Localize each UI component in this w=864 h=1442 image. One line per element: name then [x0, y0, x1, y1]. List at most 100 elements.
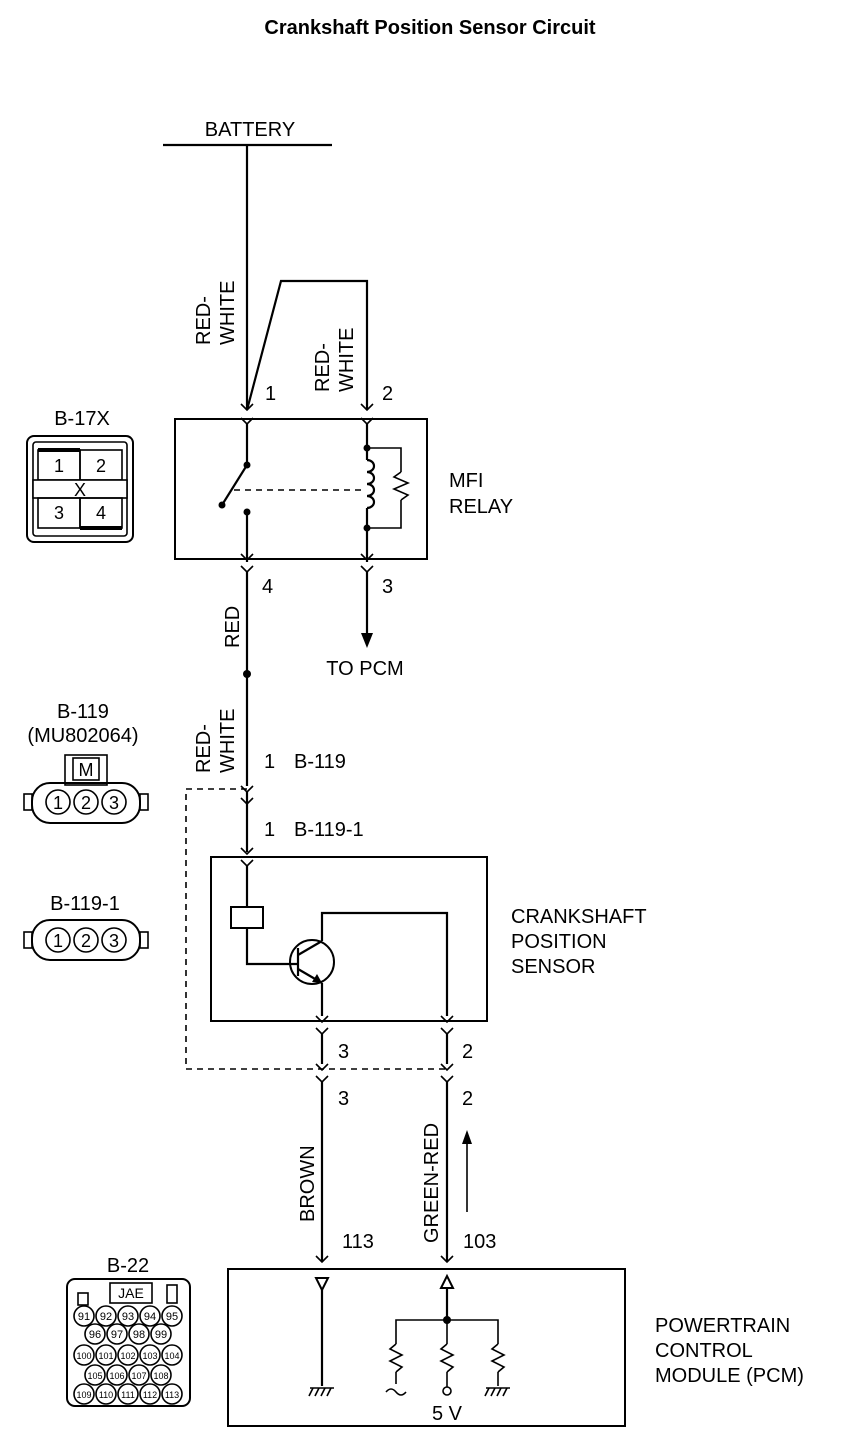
- connector-b22-row: 91 92 93 94 95: [73, 1305, 183, 1327]
- pcm-ground-input-symbol: [314, 1277, 330, 1293]
- b22-pin: 102: [120, 1351, 135, 1361]
- connector-b119-tab: [23, 793, 33, 811]
- relay-resistor-wire: [367, 447, 402, 472]
- b22-pin: 101: [98, 1351, 113, 1361]
- pcm-signal-wave: [385, 1388, 407, 1396]
- pcm-name-line1: POWERTRAIN: [655, 1315, 790, 1337]
- sensor-name-line3: SENSOR: [511, 956, 595, 978]
- relay-switch-blade: [221, 464, 248, 506]
- sensor-wire: [320, 911, 449, 1016]
- connector-b119-pin-circle: [73, 789, 99, 815]
- connector-b17x-outer: [26, 435, 134, 543]
- sensor-wire: [245, 928, 298, 966]
- relay-pin-1: 1: [265, 383, 276, 405]
- wire-color-label-red-white-3: RED- WHITE: [193, 709, 239, 773]
- wire-color-label-red-white-1: RED- WHITE: [193, 281, 239, 345]
- crankshaft-sensor-box: [210, 856, 488, 1022]
- wire-label-line: RED-: [312, 343, 334, 392]
- wire-label-line: RED: [222, 606, 244, 648]
- connector-b22-body: [66, 1278, 191, 1407]
- ground-icon: [484, 1387, 510, 1397]
- b22-pin: 110: [99, 1390, 113, 1400]
- b22-pin: 109: [76, 1390, 91, 1400]
- b22-pin: 111: [121, 1390, 135, 1400]
- b22-pin: 93: [122, 1311, 134, 1323]
- connector-b119-key-letter: M: [79, 760, 94, 780]
- connector-b1191-pin: 1: [53, 931, 63, 951]
- connector-b22-maker: JAE: [118, 1285, 144, 1301]
- pcm-name-line3: MODULE (PCM): [655, 1365, 804, 1387]
- pcm-box: [227, 1268, 626, 1427]
- wire-label-line: GREEN-RED: [421, 1123, 443, 1243]
- b22-pin: 112: [143, 1390, 157, 1400]
- connector-b22-latch: [166, 1284, 178, 1304]
- connector-b119-key: [64, 754, 108, 786]
- pcm-name-line2: CONTROL: [655, 1340, 753, 1362]
- relay-pin-3: 3: [382, 576, 393, 598]
- relay-name-line2: RELAY: [449, 496, 513, 518]
- b22-pin: 104: [164, 1351, 179, 1361]
- b22-pin: 97: [111, 1329, 123, 1341]
- wire-color-label-red-white-2: RED- WHITE: [312, 328, 358, 392]
- connector-b22-row: 109 110 111 112 113: [73, 1383, 183, 1405]
- b22-pin: 105: [87, 1371, 102, 1381]
- b22-pin: 106: [109, 1371, 124, 1381]
- pcm-signal-input-symbol: [439, 1273, 455, 1289]
- b22-pin: 107: [131, 1371, 146, 1381]
- connector-b22-row: 100 101 102 103 104: [73, 1344, 183, 1366]
- b22-pin: 98: [133, 1329, 145, 1341]
- connector-b119-pin: 3: [109, 793, 119, 813]
- connector-b22-label: B-22: [107, 1255, 149, 1277]
- connector-b1191-pin: 3: [109, 931, 119, 951]
- wire-label-line: WHITE: [217, 709, 239, 773]
- transistor-emitter-arrow: [312, 974, 322, 983]
- sensor-name-line1: CRANKSHAFT: [511, 906, 647, 928]
- b22-pin: 108: [153, 1371, 168, 1381]
- connector-b119-label: B-119: [57, 701, 109, 723]
- b22-pin: 100: [76, 1351, 91, 1361]
- b119-ref: B-119: [294, 751, 346, 773]
- relay-pin-2: 2: [382, 383, 393, 405]
- pcm-resistor: [439, 1343, 455, 1373]
- b22-pin: 95: [166, 1311, 178, 1323]
- wire-color-label-green-red: GREEN-RED: [421, 1123, 443, 1243]
- wire-label-line: RED-: [193, 296, 215, 345]
- b22-pin: 96: [89, 1329, 101, 1341]
- wire-junction: [243, 670, 251, 678]
- b22-pin: 92: [100, 1311, 112, 1323]
- connector-b1191-label: B-119-1: [50, 893, 120, 915]
- connector-b22-row: 105 106 107 108: [84, 1364, 172, 1386]
- sensor-pin-2-top: 2: [462, 1041, 473, 1063]
- transistor: [289, 939, 335, 985]
- connector-b17x-pin: 4: [96, 503, 106, 523]
- to-pcm-label: TO PCM: [326, 658, 403, 680]
- connector-b17x-pin: 2: [96, 456, 106, 476]
- connector-b22-latch: [77, 1292, 89, 1306]
- wire-label-line: WHITE: [217, 281, 239, 345]
- relay-resistor: [391, 471, 411, 501]
- sensor-pin-3-bottom: 3: [338, 1088, 349, 1110]
- sensor-pin-2-bottom: 2: [462, 1088, 473, 1110]
- b22-pin: 99: [155, 1329, 167, 1341]
- pcm-resistor: [388, 1343, 404, 1373]
- wire-battery-relay2: [245, 279, 369, 411]
- connector-b1191-pin-circle: [101, 927, 127, 953]
- relay-coil: [366, 458, 376, 510]
- connector-b119-pin: 1: [53, 793, 63, 813]
- connector-b22-pin-grid: 91 92 93 94 95 96 97 98 99 100 101 102 1…: [73, 1305, 183, 1405]
- sensor-name-line2: POSITION: [511, 931, 607, 953]
- pcm-5v-terminal: [442, 1386, 452, 1396]
- wire-label-line: WHITE: [336, 328, 358, 392]
- relay-pin-4: 4: [262, 576, 273, 598]
- pcm-supply-label: 5 V: [432, 1403, 463, 1425]
- connector-b119-tab: [139, 793, 149, 811]
- arrow-to-pcm: [361, 633, 373, 648]
- b22-pin: 103: [142, 1351, 157, 1361]
- connector-arrow: [315, 1255, 454, 1264]
- b1191-ref: B-119-1: [294, 819, 364, 841]
- b22-pin: 113: [165, 1390, 179, 1400]
- connector-b17x-center: X: [74, 480, 86, 500]
- connector-b1191-tab: [23, 931, 33, 949]
- connector-b22-row: 96 97 98 99: [84, 1323, 172, 1345]
- battery-label: BATTERY: [205, 119, 295, 141]
